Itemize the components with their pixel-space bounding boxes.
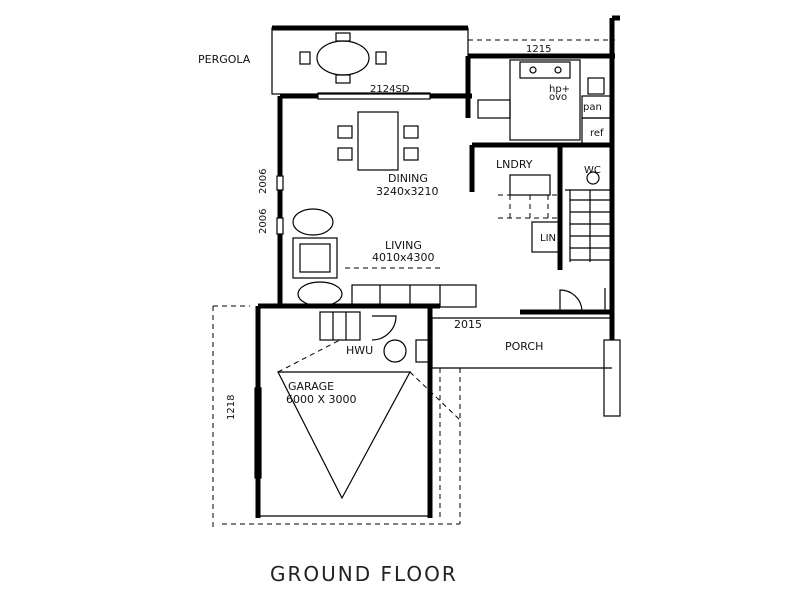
window-lower-dim: 2006 bbox=[258, 209, 269, 234]
car-outline-icon bbox=[277, 371, 412, 500]
pantry-label: pan bbox=[583, 102, 602, 113]
toilet-icon bbox=[586, 171, 600, 185]
oven-label: ovo bbox=[549, 92, 567, 103]
living-size: 4010x4300 bbox=[372, 251, 435, 264]
sink-icon bbox=[519, 61, 571, 79]
dining-table-icon bbox=[337, 111, 419, 171]
porch-area bbox=[431, 317, 621, 417]
stairs bbox=[498, 189, 612, 262]
living-label: LIVING bbox=[385, 239, 422, 252]
porch-opening-dim: 2015 bbox=[454, 318, 482, 331]
kitchen-width-dim: 1215 bbox=[526, 44, 551, 55]
hotplate-label: hp+ bbox=[549, 84, 570, 95]
dining-label: DINING bbox=[388, 172, 428, 185]
sliding-door bbox=[317, 92, 431, 100]
garage-area bbox=[212, 303, 461, 528]
garage-window bbox=[254, 387, 262, 479]
garage-label: GARAGE bbox=[288, 380, 334, 393]
house-walls bbox=[276, 15, 620, 340]
hwu-label: HWU bbox=[346, 344, 373, 357]
garage-window-dim: 1218 bbox=[226, 395, 237, 420]
window-lower bbox=[276, 217, 284, 235]
garage-size: 6000 X 3000 bbox=[286, 393, 357, 406]
dining-size: 3240x3210 bbox=[376, 185, 439, 198]
plan-title: GROUND FLOOR bbox=[270, 562, 458, 586]
window-upper bbox=[276, 175, 284, 191]
entry-door bbox=[559, 289, 583, 311]
armchair-icon bbox=[292, 237, 338, 279]
laundry-label: LNDRY bbox=[496, 158, 533, 171]
fridge-label: ref bbox=[590, 128, 604, 139]
outdoor-table-icon bbox=[299, 32, 387, 84]
wc-label: WC bbox=[584, 165, 601, 176]
hwu-icon bbox=[383, 339, 407, 363]
linen-label: LIN bbox=[540, 233, 556, 244]
porch-label: PORCH bbox=[505, 340, 543, 353]
pergola-door-dim: 2124SD bbox=[370, 84, 410, 95]
pergola-label: PERGOLA bbox=[198, 53, 251, 66]
window-upper-dim: 2006 bbox=[258, 169, 269, 194]
